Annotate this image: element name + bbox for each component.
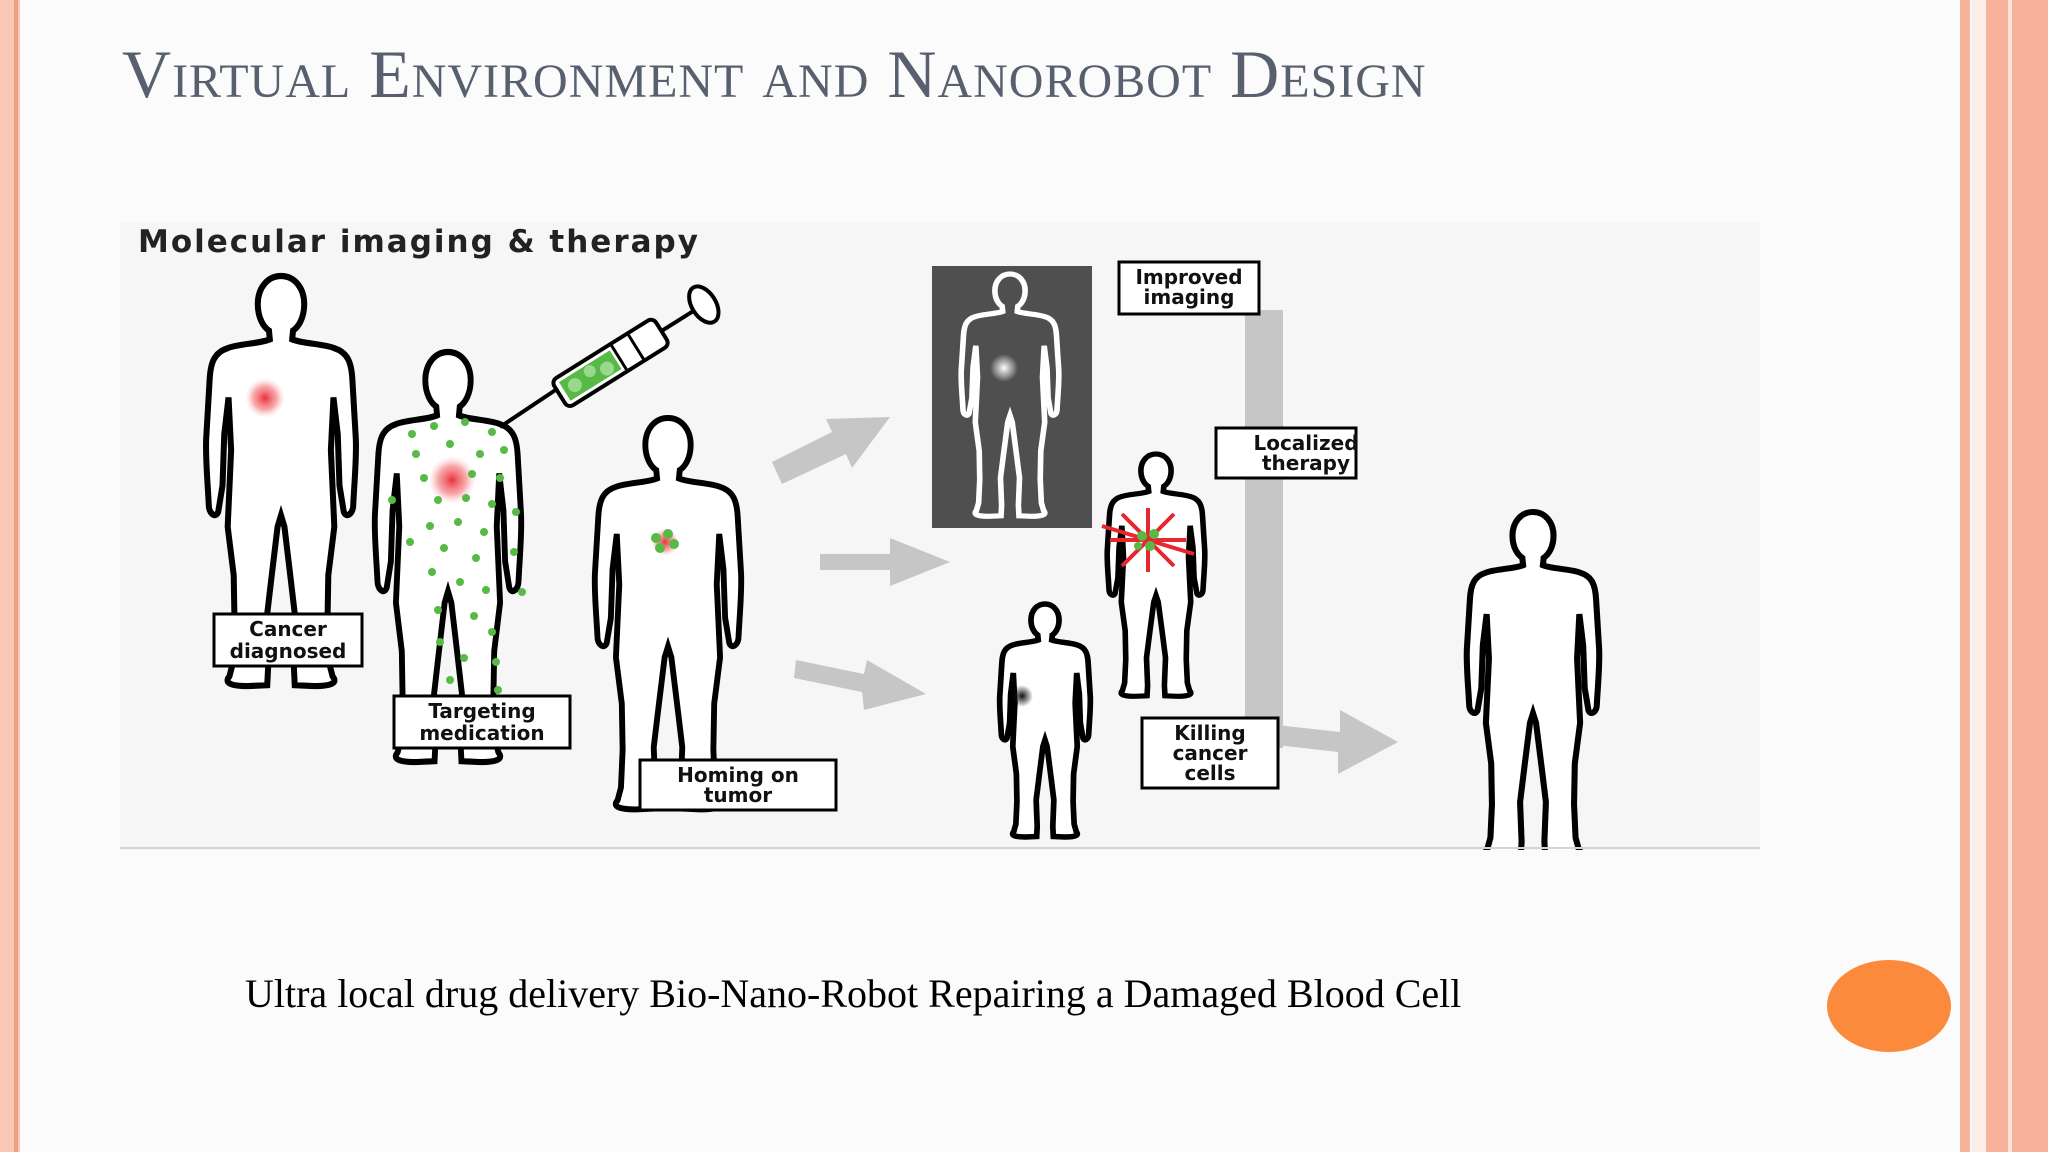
therapy-green-core <box>1134 529 1159 551</box>
figure-killing-cancer-cells <box>1000 604 1091 837</box>
orange-circle-decoration <box>1827 960 1951 1052</box>
svg-text:medication: medication <box>419 721 544 745</box>
svg-text:Homing on: Homing on <box>677 763 799 787</box>
svg-text:diagnosed: diagnosed <box>230 639 347 663</box>
svg-text:cells: cells <box>1184 761 1235 785</box>
svg-text:imaging: imaging <box>1144 285 1235 309</box>
left-border-line <box>14 0 18 1152</box>
slide-title: Virtual Environment and Nanorobot Design <box>122 36 1427 112</box>
svg-text:Improved: Improved <box>1135 265 1242 289</box>
arrow-right <box>820 538 950 586</box>
svg-text:therapy: therapy <box>1262 451 1350 475</box>
dark-tumor-spot <box>1011 685 1033 707</box>
medication-dots <box>388 418 526 694</box>
right-border-stripe-e <box>2012 0 2048 1152</box>
svg-text:Targeting: Targeting <box>428 699 535 723</box>
right-border-stripe-d <box>2008 0 2012 1152</box>
svg-text:cancer: cancer <box>1173 741 1248 765</box>
molecular-imaging-diagram: Molecular imaging & therapy <box>120 224 1760 850</box>
right-border-stripe-b <box>1972 0 1986 1152</box>
label-cancer-diagnosed: Cancer diagnosed <box>212 612 364 668</box>
label-localized-therapy: Localized therapy <box>1214 426 1359 480</box>
right-border-stripe-a <box>1960 0 1970 1152</box>
gray-arrows <box>772 310 1398 774</box>
svg-text:Killing: Killing <box>1174 721 1245 745</box>
imaging-bright-spot <box>990 354 1018 382</box>
arrow-up-right <box>772 417 890 484</box>
imaging-panel <box>932 266 1092 528</box>
figure-healed <box>1467 512 1600 850</box>
label-targeting-medication: Targeting medication <box>392 694 572 750</box>
svg-text:tumor: tumor <box>704 783 772 807</box>
figure-title: Molecular imaging & therapy <box>138 224 700 260</box>
tumor-spot-2 <box>428 456 476 504</box>
label-killing-cancer-cells: Killing cancer cells <box>1140 716 1280 790</box>
label-homing-on-tumor: Homing on tumor <box>638 758 838 812</box>
homing-tumor-cluster <box>651 528 679 556</box>
syringe <box>498 284 721 429</box>
arrow-down-right <box>794 660 926 710</box>
figure-homing-on-tumor <box>595 418 741 809</box>
right-border-stripe-c <box>1986 0 2008 1152</box>
label-improved-imaging: Improved imaging <box>1117 260 1261 316</box>
slide-caption: Ultra local drug delivery Bio-Nano-Robot… <box>245 971 1462 1016</box>
svg-text:Localized: Localized <box>1253 431 1358 455</box>
progress-bar-vertical <box>1245 310 1283 748</box>
svg-text:Cancer: Cancer <box>249 617 327 641</box>
tumor-spot <box>245 378 285 418</box>
arrow-to-healed <box>1250 710 1398 774</box>
figure-localized-therapy <box>1107 454 1205 696</box>
